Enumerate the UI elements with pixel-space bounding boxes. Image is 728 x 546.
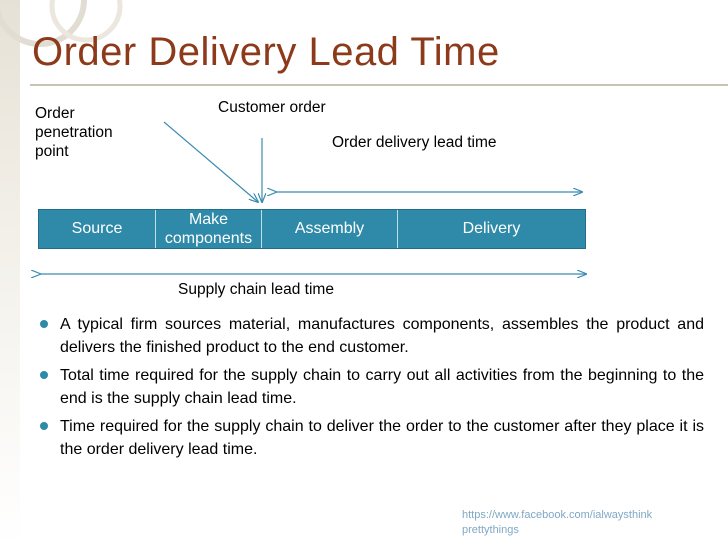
bullet-text: A typical firm sources material, manufac… xyxy=(60,316,704,356)
chain-step-assembly: Assembly xyxy=(262,210,398,248)
bullet-item: Total time required for the supply chain… xyxy=(40,364,704,410)
chain-step-source: Source xyxy=(39,210,156,248)
bullet-dot-icon xyxy=(40,371,48,379)
arrow-order-penetration xyxy=(163,121,258,202)
label-supply-chain-lead-time: Supply chain lead time xyxy=(178,281,334,298)
label-order-delivery-lead-time: Order delivery lead time xyxy=(332,134,497,151)
bullet-dot-icon xyxy=(40,320,48,328)
bullet-item: A typical firm sources material, manufac… xyxy=(40,313,704,359)
bullet-text: Total time required for the supply chain… xyxy=(60,367,704,407)
bullet-text: Time required for the supply chain to de… xyxy=(60,418,704,458)
decorative-circles xyxy=(0,0,123,47)
decorative-left-band xyxy=(0,0,20,546)
supply-chain-bar: Source Make components Assembly Delivery xyxy=(38,209,586,249)
label-order-penetration-point: Order penetration point xyxy=(35,105,113,160)
bullet-list: A typical firm sources material, manufac… xyxy=(40,313,704,466)
bullet-item: Time required for the supply chain to de… xyxy=(40,415,704,461)
chain-step-delivery: Delivery xyxy=(462,220,521,237)
bullet-dot-icon xyxy=(40,422,48,430)
chain-step-make-components: Make components xyxy=(156,210,262,248)
label-customer-order: Customer order xyxy=(218,99,326,116)
page-title: Order Delivery Lead Time xyxy=(32,30,500,74)
footer-source-link[interactable]: https://www.facebook.com/ialwaysthink pr… xyxy=(462,509,653,536)
title-divider xyxy=(30,84,728,86)
